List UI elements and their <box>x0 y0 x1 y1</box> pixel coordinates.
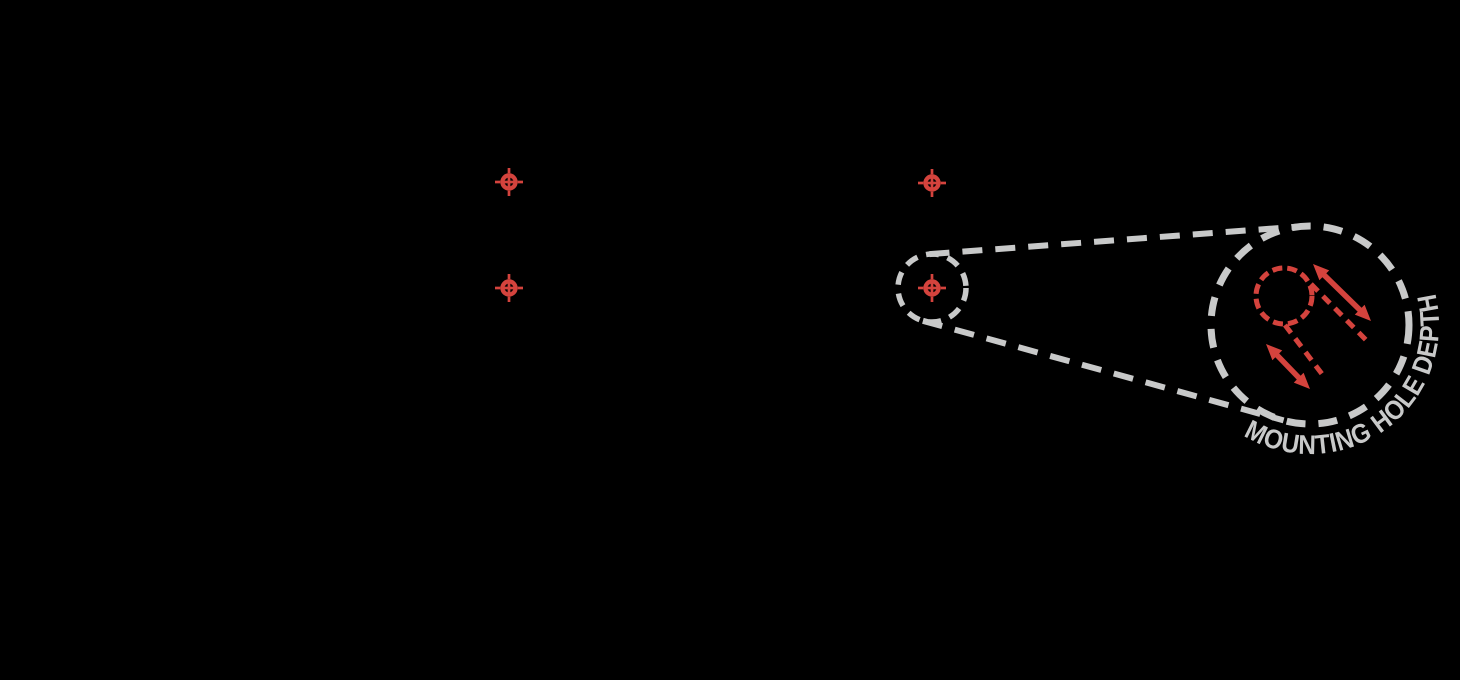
depth-direction-arrow-icon <box>1266 344 1310 389</box>
hole-opening-circle <box>1253 265 1315 327</box>
callout-connector-line-top <box>929 223 1303 258</box>
callout-label: MOUNTING HOLE DEPTH <box>1240 292 1444 461</box>
callout-label-text: MOUNTING HOLE DEPTH <box>1240 292 1445 461</box>
hole-axis-dashed-line-lower <box>1283 323 1324 376</box>
mounting-hole-marker-icon <box>495 168 523 196</box>
hole-depth-illustration <box>1253 264 1371 389</box>
mounting-hole-marker-icon <box>918 274 946 302</box>
callout-detail-circle <box>1207 222 1413 428</box>
hole-axis-dashed-line-upper <box>1309 282 1369 343</box>
depth-direction-arrow-icon <box>1313 264 1371 321</box>
callout-connector-line-bottom <box>922 317 1285 424</box>
mounting-hole-marker-icon <box>918 169 946 197</box>
mounting-hole-marker-icon <box>495 274 523 302</box>
